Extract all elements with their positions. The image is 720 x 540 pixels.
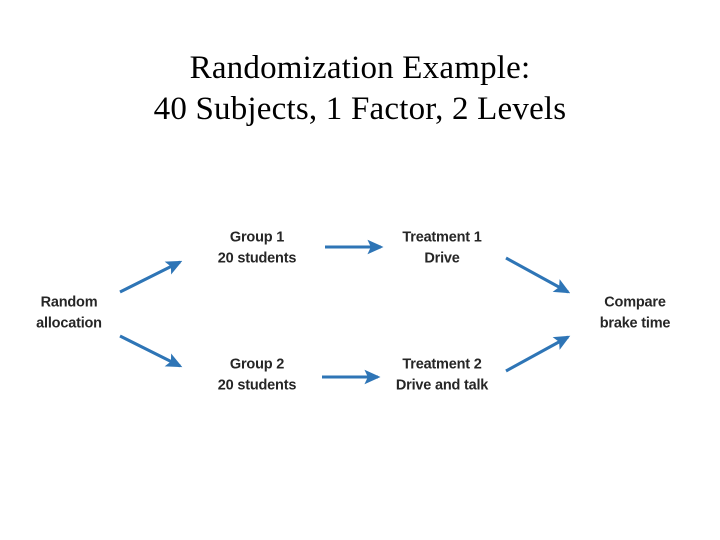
node-treatment-2-line1: Treatment 2 [402,356,482,373]
title-line-1: Randomization Example: [189,50,531,86]
node-group-1-line2: 20 students [217,250,297,266]
node-random-allocation-line1: Random [40,294,98,311]
node-group-1-line1: Group 1 [229,229,285,246]
node-random-allocation-line2: allocation [36,315,102,331]
node-compare: Compare brake time [600,292,671,333]
node-treatment-2: Treatment 2 Drive and talk [396,354,488,395]
arrow-treatment1-to-compare [505,256,571,294]
node-compare-line2: brake time [599,315,671,331]
arrow-random-to-group1 [119,260,183,294]
node-treatment-1-line2: Drive [424,250,460,266]
node-compare-line1: Compare [604,294,666,311]
node-group-2-line1: Group 2 [229,356,285,373]
node-treatment-1-line1: Treatment 1 [402,229,482,246]
node-group-2: Group 2 20 students [217,354,297,395]
node-random-allocation: Random allocation [36,292,102,333]
arrow-treatment2-to-compare [505,335,571,373]
node-group-2-line2: 20 students [217,377,297,393]
node-treatment-1: Treatment 1 Drive [402,227,481,268]
page-title: Randomization Example: 40 Subjects, 1 Fa… [0,48,720,130]
randomization-flow-diagram: Random allocation Group 1 20 students Gr… [0,195,720,425]
arrow-random-to-group2 [119,334,183,368]
title-line-2: 40 Subjects, 1 Factor, 2 Levels [153,90,567,127]
node-group-1: Group 1 20 students [217,227,297,268]
diagram-arrows-layer [119,239,571,385]
node-treatment-2-line2: Drive and talk [395,377,489,393]
